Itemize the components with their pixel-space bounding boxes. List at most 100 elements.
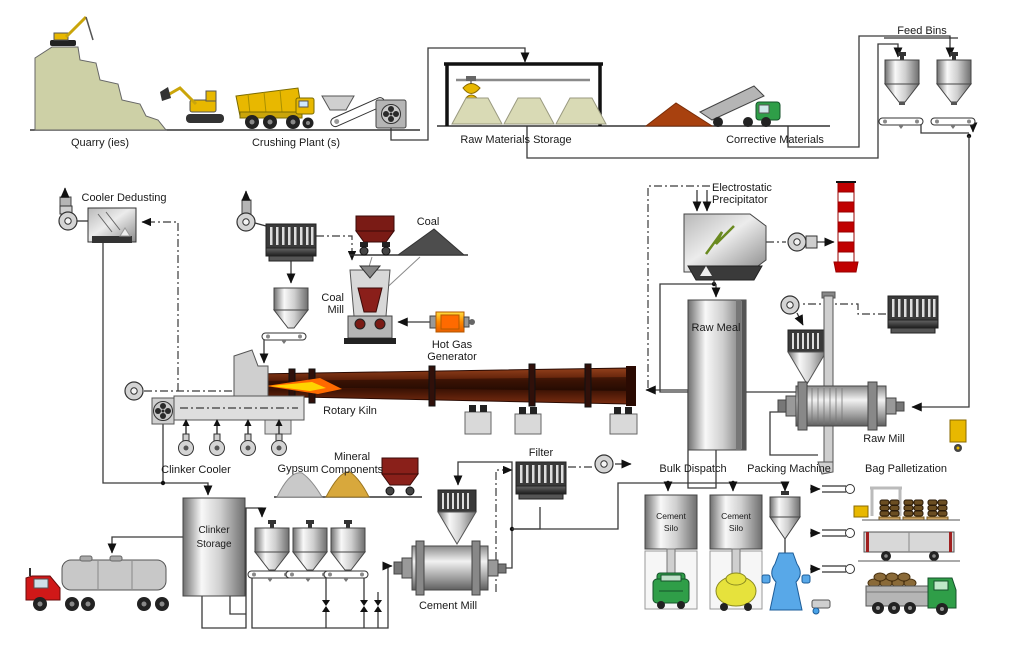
feed-bins-group: Feed Bins (878, 25, 976, 130)
label-clinker-storage-2: Storage (196, 539, 231, 550)
label-mineral-components-2: Components (321, 464, 384, 476)
packing-hopper-icon (769, 491, 801, 540)
corrective-materials-group: Corrective Materials (644, 85, 824, 146)
raw-materials-storage-group: Raw Materials Storage (437, 62, 830, 146)
label-feed-bins: Feed Bins (897, 25, 947, 37)
packer-icon (769, 552, 803, 611)
additives-group: Gypsum Mineral Components (247, 451, 422, 612)
feed-bin-icon (884, 51, 920, 106)
palletizer-conveyor-icon (810, 484, 855, 494)
label-raw-mill: Raw Mill (863, 433, 905, 445)
coal-mill-group (344, 265, 396, 344)
raw-mill-icon (777, 381, 905, 431)
filter-fan-icon (594, 454, 614, 474)
label-cement-silo-1a: Cement (656, 511, 686, 521)
feed-bin-icon (936, 51, 972, 106)
coal-supply-group: Coal (350, 215, 468, 295)
drill-rig-icon (50, 15, 94, 46)
palletizer-gantry-icon (870, 486, 902, 516)
quarry-hill (34, 46, 168, 131)
material-pile (555, 97, 607, 125)
crushing-plant-group: Crushing Plant (s) (235, 87, 407, 149)
label-quarry: Quarry (ies) (71, 137, 129, 149)
raw-mill-circuit-group: Raw Mill (777, 291, 967, 475)
silo-tanker-icon (715, 572, 757, 611)
cement-silo-icon (644, 494, 698, 610)
additive-bin-icon (330, 519, 366, 574)
label-coal-mill-1: Coal (321, 292, 344, 304)
excavator-icon (160, 86, 224, 123)
raw-mill-bag-filter-icon (887, 295, 939, 334)
label-corrective-materials: Corrective Materials (726, 134, 824, 146)
filter-group: Filter (515, 447, 614, 500)
coal-fan-icon (236, 212, 256, 232)
coal-dosing-group (236, 190, 317, 345)
dump-truck-icon (235, 87, 315, 129)
cooler-fan-icon (208, 418, 226, 457)
bag-palletization-group: Bag Palletization (810, 463, 960, 615)
palletizer-conveyor-icon (810, 564, 855, 574)
dedusting-filter-icon (87, 207, 137, 243)
label-cement-silo-1b: Silo (664, 523, 678, 533)
clinker-cooler-group: Clinker Cooler (151, 395, 305, 476)
rotary-valve-icon (360, 600, 368, 612)
label-raw-materials-storage: Raw Materials Storage (460, 134, 571, 146)
additive-bin-icon (292, 519, 328, 574)
palletizer-conveyor-icon (810, 528, 855, 538)
rotary-valve-icon (322, 600, 330, 612)
cyclone-icon (787, 329, 827, 385)
bucket-elevator-icon (817, 291, 836, 475)
bag-truck-icon (865, 572, 957, 615)
quarry-group: Quarry (ies) (30, 15, 420, 149)
cooler-fan-icon (239, 418, 257, 457)
label-clinker-cooler: Clinker Cooler (161, 464, 231, 476)
label-cement-silo-2b: Silo (729, 523, 743, 533)
analyzer-icon (949, 419, 967, 452)
esp-fan-icon (787, 232, 807, 252)
bin-conveyor-icon (878, 117, 924, 130)
clinker-storage-group: Clinker Storage (182, 497, 246, 597)
cement-silo-icon (709, 494, 763, 611)
label-esp-1: Electrostatic (712, 182, 772, 194)
esp-group: Electrostatic Precipitator (683, 181, 859, 281)
label-cement-silo-2a: Cement (721, 511, 751, 521)
cooler-dedusting-group: Cooler Dedusting (58, 187, 167, 243)
raw-meal-silo-group: Raw Meal (687, 299, 747, 451)
rotary-valve-icon (374, 600, 382, 612)
label-gypsum: Gypsum (278, 463, 319, 475)
crusher-feed-hopper (321, 95, 355, 111)
packing-machine-group: Packing Machine (747, 463, 831, 615)
mineral-pile-icon (325, 471, 370, 498)
raw-mill-fan-icon (780, 295, 800, 315)
cement-cyclone-icon (437, 489, 477, 545)
bulk-dispatch-group: Bulk Dispatch Cement Silo Cement Silo (644, 463, 763, 611)
coal-dosing-bin-icon (261, 287, 310, 345)
label-coal-mill-2: Mill (328, 304, 345, 316)
crusher-icon (375, 99, 407, 129)
label-bulk-dispatch: Bulk Dispatch (659, 463, 726, 475)
additive-bin-icon (254, 519, 290, 574)
gypsum-pile-icon (276, 472, 323, 498)
label-raw-meal: Raw Meal (692, 322, 741, 334)
dedusting-fan-icon (58, 211, 78, 231)
label-clinker-storage-1: Clinker (198, 525, 230, 536)
rotary-feeder-icon (153, 401, 173, 421)
label-rotary-kiln: Rotary Kiln (323, 405, 377, 417)
corrective-truck-icon (698, 85, 781, 127)
coal-pile-icon (396, 228, 466, 256)
label-hot-gas-generator-2: Generator (427, 351, 477, 363)
rotary-kiln-group: Rotary Kiln (124, 349, 638, 435)
hot-gas-generator-group: Hot Gas Generator (427, 311, 477, 363)
coal-bag-filter-icon (265, 223, 317, 262)
clinker-truck-icon (25, 555, 169, 611)
label-cement-mill: Cement Mill (419, 600, 477, 612)
kiln-support-icon (264, 403, 638, 435)
exhaust-stack-icon (833, 181, 859, 273)
filter-bag-filter-icon (515, 461, 567, 500)
silo-truck-icon (652, 572, 690, 609)
bag-stack-icon (878, 499, 949, 521)
flow-lines (102, 35, 978, 629)
esp-body (683, 213, 767, 273)
material-pile (451, 97, 503, 125)
